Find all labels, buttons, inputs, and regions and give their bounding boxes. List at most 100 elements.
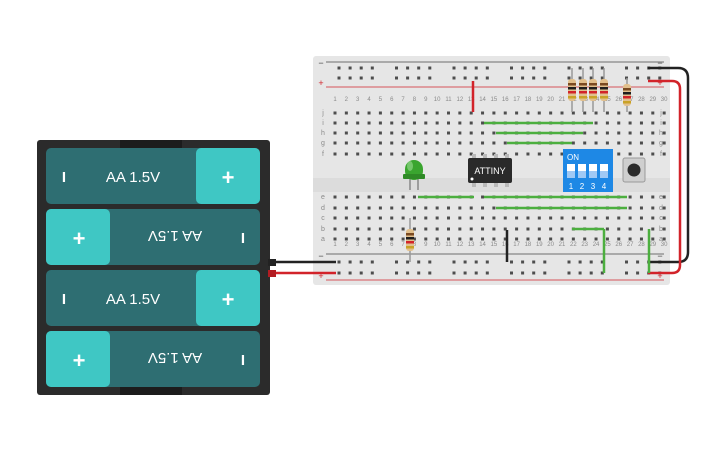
breadboard-hole[interactable]: [344, 141, 348, 145]
rail-hole[interactable]: [417, 271, 421, 275]
breadboard-hole[interactable]: [617, 227, 621, 231]
breadboard-hole[interactable]: [367, 206, 371, 210]
breadboard-hole[interactable]: [503, 111, 507, 115]
breadboard-hole[interactable]: [617, 237, 621, 241]
rail-hole[interactable]: [532, 76, 536, 80]
breadboard-hole[interactable]: [435, 216, 439, 220]
breadboard-hole[interactable]: [526, 227, 530, 231]
breadboard-hole[interactable]: [560, 237, 564, 241]
rail-hole[interactable]: [636, 260, 640, 264]
breadboard-hole[interactable]: [424, 216, 428, 220]
breadboard-hole[interactable]: [651, 237, 655, 241]
breadboard-hole[interactable]: [356, 216, 360, 220]
wire-rail-red-loop[interactable]: [648, 79, 682, 275]
breadboard-hole[interactable]: [356, 195, 360, 199]
breadboard-hole[interactable]: [356, 227, 360, 231]
breadboard-hole[interactable]: [458, 206, 462, 210]
rail-hole[interactable]: [417, 260, 421, 264]
breadboard-hole[interactable]: [401, 152, 405, 156]
rail-hole[interactable]: [600, 260, 604, 264]
breadboard-hole[interactable]: [492, 131, 496, 135]
breadboard-hole[interactable]: [492, 216, 496, 220]
resistor[interactable]: [568, 68, 576, 112]
breadboard-hole[interactable]: [628, 227, 632, 231]
rail-hole[interactable]: [510, 76, 513, 80]
breadboard-hole[interactable]: [390, 206, 394, 210]
breadboard-hole[interactable]: [412, 227, 416, 231]
breadboard-hole[interactable]: [469, 216, 473, 220]
breadboard-hole[interactable]: [367, 227, 371, 231]
breadboard-hole[interactable]: [492, 111, 496, 115]
breadboard-hole[interactable]: [651, 206, 655, 210]
breadboard-hole[interactable]: [571, 237, 575, 241]
breadboard-hole[interactable]: [424, 111, 428, 115]
breadboard-hole[interactable]: [481, 237, 485, 241]
breadboard-hole[interactable]: [639, 237, 643, 241]
breadboard-hole[interactable]: [662, 227, 666, 231]
breadboard-hole[interactable]: [662, 216, 666, 220]
rail-hole[interactable]: [510, 260, 513, 264]
breadboard-hole[interactable]: [617, 111, 621, 115]
rail-hole[interactable]: [578, 260, 582, 264]
breadboard-hole[interactable]: [344, 237, 348, 241]
breadboard-hole[interactable]: [492, 152, 496, 156]
rail-hole[interactable]: [543, 66, 547, 70]
breadboard-hole[interactable]: [390, 237, 394, 241]
breadboard-hole[interactable]: [424, 121, 428, 125]
rail-hole[interactable]: [474, 271, 478, 275]
breadboard-hole[interactable]: [469, 152, 473, 156]
rail-hole[interactable]: [337, 260, 341, 264]
rail-hole[interactable]: [532, 260, 536, 264]
wires[interactable]: [276, 66, 690, 275]
breadboard-hole[interactable]: [447, 111, 450, 115]
breadboard-hole[interactable]: [390, 195, 394, 199]
breadboard-hole[interactable]: [628, 195, 632, 199]
breadboard-hole[interactable]: [583, 111, 587, 115]
breadboard-hole[interactable]: [447, 141, 450, 145]
breadboard-hole[interactable]: [356, 111, 360, 115]
breadboard-hole[interactable]: [662, 237, 666, 241]
rail-hole[interactable]: [589, 260, 593, 264]
rail-hole[interactable]: [636, 66, 640, 70]
rail-hole[interactable]: [474, 260, 478, 264]
breadboard-hole[interactable]: [469, 237, 473, 241]
breadboard-hole[interactable]: [571, 216, 575, 220]
breadboard-hole[interactable]: [651, 141, 655, 145]
breadboard-hole[interactable]: [481, 227, 485, 231]
breadboard-hole[interactable]: [628, 131, 632, 135]
breadboard-hole[interactable]: [628, 141, 632, 145]
breadboard-hole[interactable]: [481, 141, 485, 145]
breadboard-hole[interactable]: [401, 121, 405, 125]
rail-hole[interactable]: [452, 66, 456, 70]
breadboard-hole[interactable]: [458, 237, 462, 241]
breadboard-hole[interactable]: [344, 111, 348, 115]
breadboard-hole[interactable]: [662, 195, 666, 199]
breadboard-hole[interactable]: [503, 216, 507, 220]
breadboard-hole[interactable]: [412, 141, 416, 145]
breadboard-hole[interactable]: [344, 195, 348, 199]
breadboard-hole[interactable]: [628, 206, 632, 210]
breadboard-hole[interactable]: [378, 121, 382, 125]
resistor[interactable]: [600, 68, 608, 112]
breadboard-hole[interactable]: [560, 216, 564, 220]
breadboard-hole[interactable]: [549, 237, 553, 241]
breadboard-hole[interactable]: [458, 227, 462, 231]
breadboard-hole[interactable]: [503, 237, 507, 241]
breadboard-hole[interactable]: [356, 141, 360, 145]
breadboard-hole[interactable]: [367, 152, 371, 156]
breadboard-hole[interactable]: [367, 216, 371, 220]
breadboard-hole[interactable]: [435, 206, 439, 210]
rail-hole[interactable]: [600, 76, 604, 80]
breadboard-hole[interactable]: [515, 237, 519, 241]
breadboard-hole[interactable]: [639, 227, 643, 231]
rail-hole[interactable]: [578, 76, 582, 80]
breadboard-hole[interactable]: [356, 131, 360, 135]
breadboard-hole[interactable]: [583, 141, 587, 145]
breadboard-hole[interactable]: [639, 206, 643, 210]
breadboard-hole[interactable]: [378, 206, 382, 210]
breadboard-hole[interactable]: [367, 111, 371, 115]
breadboard-hole[interactable]: [333, 206, 337, 210]
breadboard-hole[interactable]: [560, 227, 564, 231]
breadboard-hole[interactable]: [469, 206, 473, 210]
breadboard-hole[interactable]: [367, 131, 371, 135]
